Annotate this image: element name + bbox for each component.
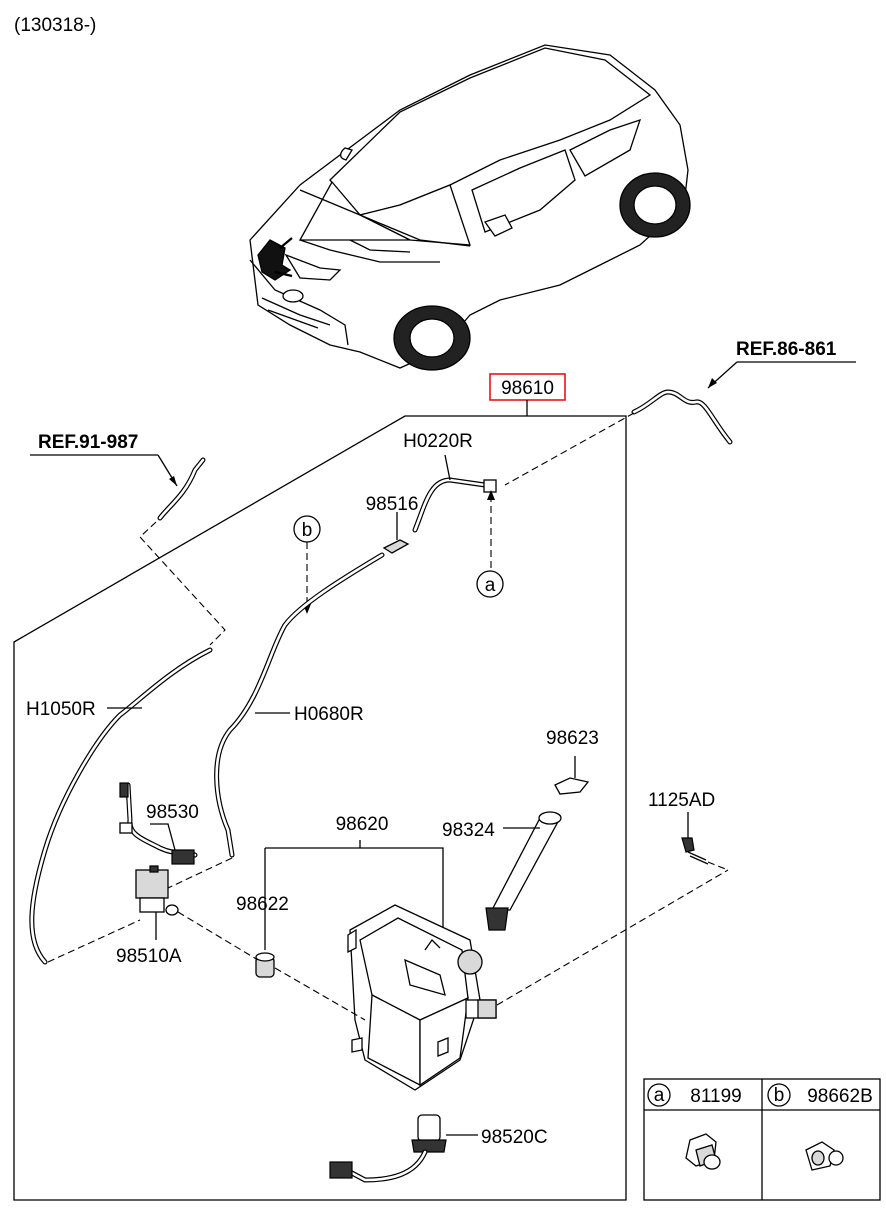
callout-a-letter: a [485,575,496,596]
part-label-98620[interactable]: 98620 [336,814,389,835]
hose-h0220r [412,477,497,570]
legend-b-letter: b [774,1085,785,1106]
ref-91-987-label[interactable]: REF.91-987 [38,432,138,453]
bolt-1125ad [681,812,729,871]
callout-b-letter: b [302,520,313,541]
connector-98516 [382,512,410,554]
grommet-98622 [255,952,275,978]
assembly-outline [13,415,627,1201]
part-label-h1050r[interactable]: H1050R [26,699,96,720]
clip-98662b-icon [805,1141,844,1171]
part-label-98520c[interactable]: 98520C [481,1127,548,1148]
part-label-h0680r[interactable]: H0680R [294,704,364,725]
ref-86-861-group [504,361,856,486]
clip-81199-icon [685,1133,721,1170]
car-illustration [249,44,691,371]
leader-h0220r [444,454,451,481]
part-label-98324[interactable]: 98324 [442,820,495,841]
part-label-98510a[interactable]: 98510A [116,946,182,967]
callout-a-circle[interactable] [476,570,504,598]
harness-98530 [119,782,198,865]
motor-98520c [329,1114,478,1183]
part-label-h0220r[interactable]: H0220R [403,431,473,452]
legend-b-circle [767,1083,791,1107]
legend-b-part[interactable]: 98662B [807,1086,873,1107]
ref-91-987-group [30,454,226,646]
hose-h0680r [214,552,385,858]
pump-98510a [135,857,259,961]
part-label-98623[interactable]: 98623 [546,728,599,749]
part-label-98622[interactable]: 98622 [236,894,289,915]
legend-a-circle [647,1083,671,1107]
cap-98623 [554,756,590,795]
legend-table: a 81199 b 98662B [643,1078,881,1201]
legend-a-letter: a [654,1085,665,1106]
filler-neck-98324 [457,811,562,975]
hose-h1050r [29,647,213,965]
part-label-98530[interactable]: 98530 [146,802,199,823]
part-label-1125ad[interactable]: 1125AD [648,790,715,811]
legend-a-part[interactable]: 81199 [690,1086,741,1107]
part-label-98516[interactable]: 98516 [366,494,419,515]
reservoir-98620 [264,840,729,1091]
ref-86-861-label[interactable]: REF.86-861 [736,339,837,360]
assembly-code[interactable]: 98610 [501,378,554,399]
date-code: (130318-) [14,15,96,36]
